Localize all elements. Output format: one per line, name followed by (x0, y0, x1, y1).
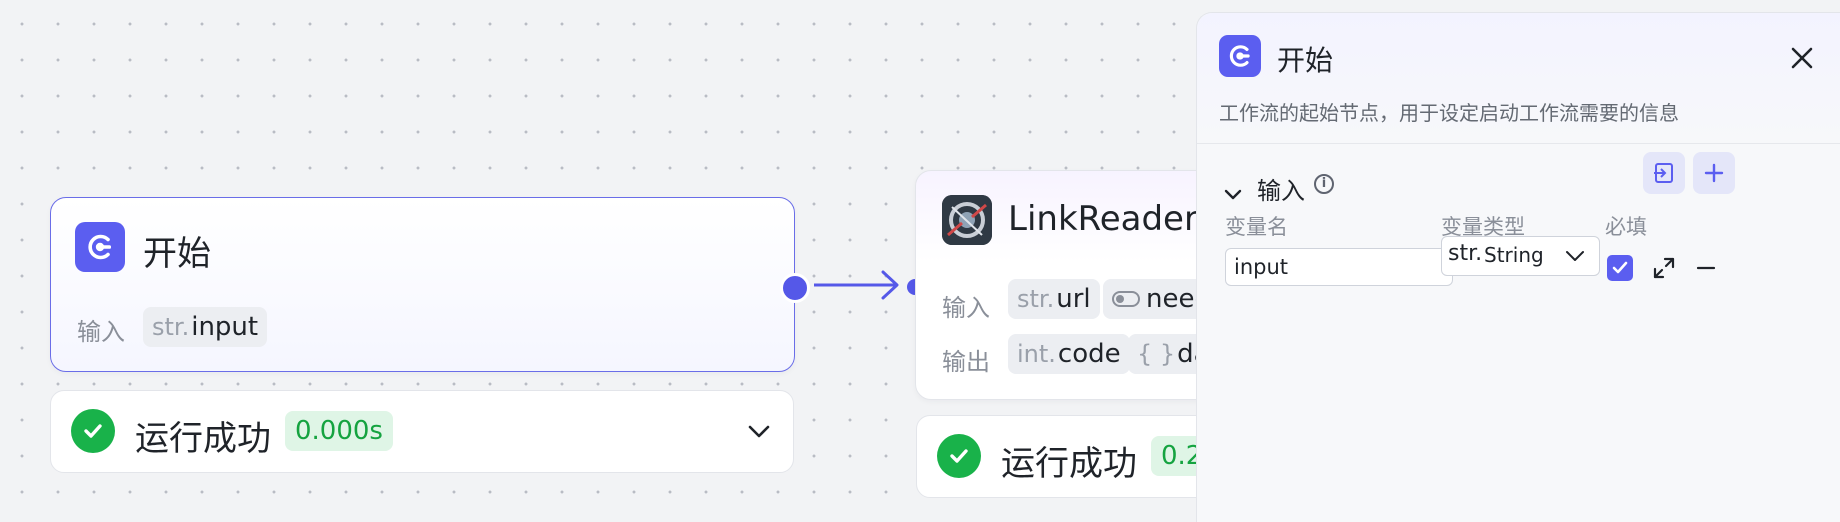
start-node-input-chip: str. input (143, 307, 268, 347)
check-icon (1612, 261, 1628, 274)
link-node-input-chip-url: str. url (1008, 279, 1100, 319)
panel-description: 工作流的起始节点，用于设定启动工作流需要的信息 (1219, 101, 1679, 125)
connection-edge (814, 270, 899, 300)
expand-icon[interactable] (1652, 256, 1676, 280)
link-node-output-chip-code: int. code (1008, 334, 1130, 374)
link-reader-plugin-icon (942, 195, 992, 245)
start-node-icon (75, 222, 125, 272)
remove-icon[interactable] (1694, 256, 1718, 280)
variable-name-input[interactable] (1225, 248, 1453, 286)
start-node-input-label: 输入 (77, 318, 125, 346)
input-section-title: 输入 (1257, 177, 1305, 205)
start-node-title: 开始 (143, 234, 211, 274)
import-icon (1654, 163, 1673, 183)
var-name: url (1056, 284, 1091, 314)
var-type: str. (1017, 285, 1055, 313)
panel-header (1197, 13, 1840, 144)
chevron-down-icon[interactable] (746, 421, 772, 441)
run-time-badge: 0.000s (285, 411, 393, 451)
status-text: 运行成功 (1001, 444, 1137, 484)
success-check-icon (937, 434, 981, 478)
var-name: input (191, 312, 259, 342)
link-reader-node-title: LinkReaderP (1008, 199, 1219, 239)
start-node-output-handle[interactable] (780, 273, 810, 303)
link-node-input-label: 输入 (942, 294, 990, 322)
type-prefix: str. (1448, 241, 1483, 266)
success-check-icon (71, 409, 115, 453)
status-text: 运行成功 (135, 419, 271, 459)
column-header-name: 变量名 (1225, 215, 1288, 239)
toggle-icon (1112, 291, 1140, 307)
info-icon[interactable]: i (1314, 174, 1334, 194)
panel-title: 开始 (1277, 44, 1334, 77)
var-type: str. (152, 313, 190, 341)
required-checkbox[interactable] (1607, 255, 1633, 281)
start-node[interactable]: 开始 输入 str. input (50, 197, 795, 372)
chevron-down-icon (1566, 251, 1584, 261)
var-type: int. (1017, 340, 1056, 368)
var-type: { } (1137, 340, 1176, 368)
variable-type-select[interactable]: str. String (1441, 236, 1600, 276)
import-button[interactable] (1643, 152, 1685, 194)
column-header-required: 必填 (1605, 215, 1647, 239)
start-node-icon (1219, 35, 1261, 77)
start-node-status-bar[interactable]: 运行成功 0.000s (50, 390, 794, 473)
close-icon[interactable] (1787, 43, 1817, 73)
plus-icon (1704, 163, 1724, 183)
link-node-output-label: 输出 (942, 348, 990, 376)
node-config-panel: 开始 工作流的起始节点，用于设定启动工作流需要的信息 输入 i 变量名 变量类型… (1196, 12, 1840, 522)
type-value: String (1484, 243, 1544, 267)
var-name: code (1057, 339, 1121, 369)
link-node-status-bar[interactable]: 运行成功 0.2 (916, 415, 1236, 498)
link-reader-node[interactable]: LinkReaderP 输入 str. url need 输出 int. cod… (915, 170, 1266, 400)
add-variable-button[interactable] (1693, 152, 1735, 194)
column-header-type: 变量类型 (1441, 215, 1525, 239)
chevron-down-icon[interactable] (1223, 185, 1243, 205)
